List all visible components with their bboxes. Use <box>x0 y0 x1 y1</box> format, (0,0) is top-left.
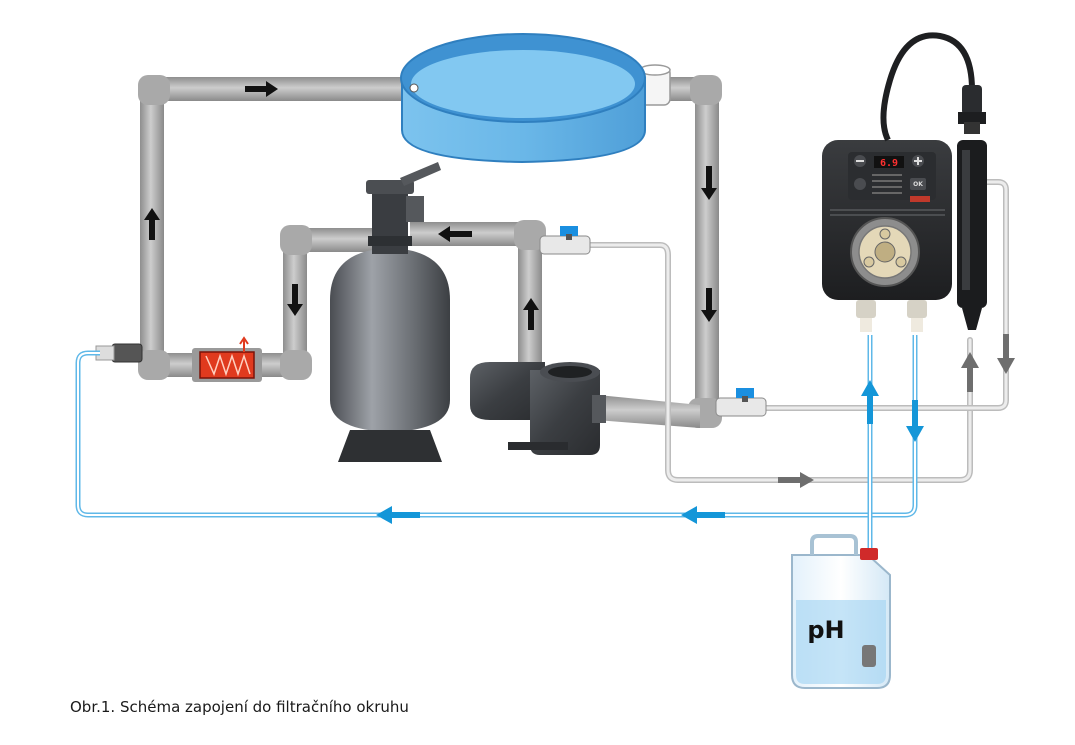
sand-filter-icon <box>330 162 450 462</box>
sample-lines <box>582 179 1009 483</box>
canister-label: pH <box>807 616 844 644</box>
figure-caption: Obr.1. Schéma zapojení do filtračního ok… <box>70 698 409 716</box>
flow-arrow-icon <box>438 226 472 242</box>
ok-label: OK <box>913 181 923 188</box>
flow-arrow-icon <box>144 208 160 240</box>
flow-arrow-icon <box>681 506 725 524</box>
down-button[interactable] <box>854 178 866 190</box>
dosing-pump-icon: 6.9 OK <box>822 140 952 332</box>
pool-icon <box>400 33 671 164</box>
flow-arrow-icon <box>523 298 539 330</box>
ph-probe-icon <box>880 32 987 330</box>
flow-arrow-icon <box>376 506 420 524</box>
flow-arrow-icon <box>701 288 717 322</box>
flow-arrow-icon <box>245 81 278 97</box>
flow-arrow-icon <box>961 352 979 392</box>
heater-icon <box>192 336 262 382</box>
filtration-pipes <box>138 75 722 428</box>
flow-arrow-icon <box>778 472 814 488</box>
circulation-pump-icon <box>470 362 606 455</box>
flow-arrow-icon <box>997 334 1015 374</box>
flow-arrow-icon <box>906 400 924 442</box>
chemical-canister-icon: pH <box>791 534 891 689</box>
flow-arrow-icon <box>287 284 303 316</box>
ok-button[interactable] <box>910 178 926 190</box>
flow-arrow-icon <box>701 166 717 200</box>
pump-display: 6.9 <box>880 158 898 169</box>
flow-arrow-icon <box>861 380 879 424</box>
flow-arrows <box>144 81 1015 524</box>
